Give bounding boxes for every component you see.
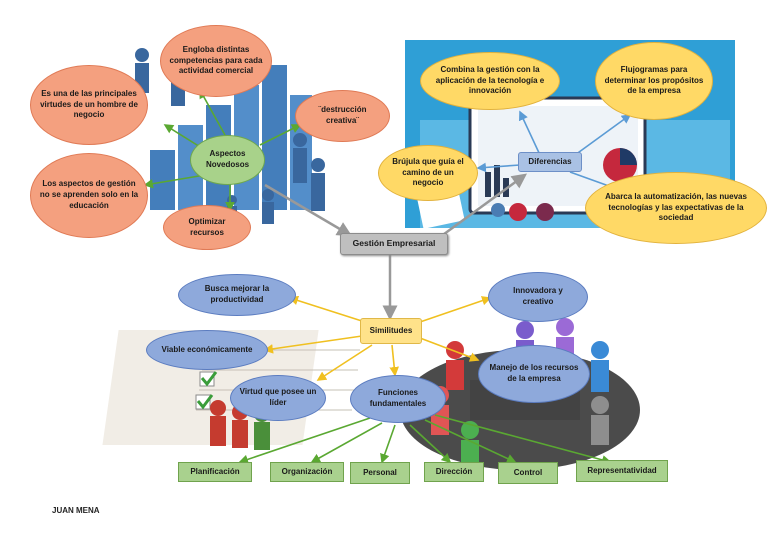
funcion-organizacion: Organización [270,462,344,482]
aspecto-optimizar-recursos: Optimizar recursos [163,205,251,250]
similitud-innovadora: Innovadora y creativo [488,272,588,322]
funcion-representatividad: Representatividad [576,460,668,482]
funcion-planificacion: Planificación [178,462,252,482]
similitud-funciones-fundamentales: Funciones fundamentales [350,375,446,423]
hub-aspectos-novedosos: Aspectos Novedosos [190,135,265,185]
aspecto-destruccion-creativa: ¨destrucción creativa¨ [295,90,390,142]
aspecto-no-se-aprenden: Los aspectos de gestión no se aprenden s… [30,153,148,238]
center-node-gestion-empresarial: Gestión Empresarial [340,233,448,255]
aspecto-virtud-hombre-negocio: Es una de las principales virtudes de un… [30,65,148,145]
similitud-productividad: Busca mejorar la productividad [178,274,296,316]
diferencia-abarca-automatizacion: Abarca la automatización, las nuevas tec… [585,172,767,244]
hub-similitudes: Similitudes [360,318,422,344]
connectors [143,88,632,465]
similitud-viable: Viable económicamente [146,330,268,370]
diferencia-combina-tecnologia: Combina la gestión con la aplicación de … [420,52,560,110]
similitud-virtud-lider: Virtud que posee un líder [230,375,326,421]
hub-diferencias: Diferencias [518,152,582,172]
funcion-direccion: Dirección [424,462,484,482]
funcion-personal: Personal [350,462,410,484]
author-label: JUAN MENA [52,506,100,515]
diferencia-flujogramas: Flujogramas para determinar los propósit… [595,42,713,120]
diferencia-brujula: Brújula que guía el camino de un negocio [378,145,478,201]
similitud-manejo-recursos: Manejo de los recursos de la empresa [478,345,590,403]
aspecto-engloba-competencias: Engloba distintas competencias para cada… [160,25,272,97]
funcion-control: Control [498,462,558,484]
